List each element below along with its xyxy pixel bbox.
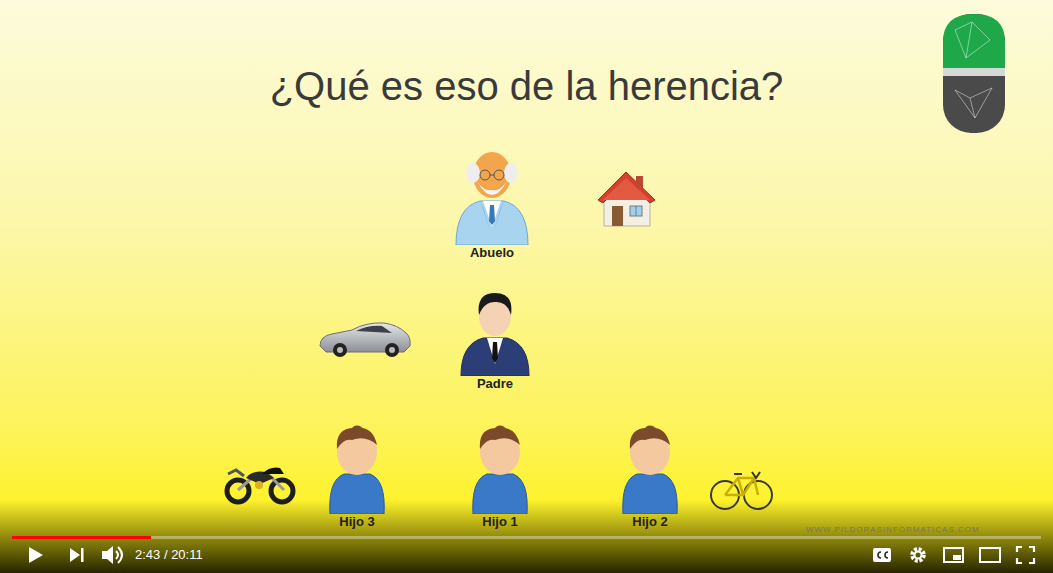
hijo-figure (350, 426, 363, 432)
player-controls (953, 555, 961, 560)
hijo-figure (630, 428, 670, 449)
motorbike-icon (228, 470, 244, 476)
hijo-figure (473, 474, 527, 514)
motorbike-icon (262, 468, 284, 474)
hijo-figure (623, 426, 677, 514)
abuelo-figure (450, 145, 534, 245)
player-controls (980, 548, 1000, 562)
car-icon (385, 343, 399, 357)
hijo-figure (330, 426, 384, 514)
padre-figure (457, 288, 533, 376)
motorbike-icon (255, 481, 263, 489)
house-icon (636, 206, 637, 216)
player-controls (878, 552, 888, 558)
hijo-figure (465, 422, 535, 514)
player-controls (29, 547, 43, 563)
car-icon (356, 326, 392, 333)
car-icon (337, 347, 343, 353)
car-icon (389, 347, 395, 353)
channel-logo (943, 14, 1005, 133)
hijo-figure (322, 422, 392, 514)
person-node: Hijo 1 (465, 422, 535, 530)
player-controls (1017, 547, 1034, 563)
car-icon (320, 323, 410, 357)
abuelo-figure (456, 201, 528, 245)
abuelo-figure (490, 175, 494, 176)
abuelo-figure (483, 201, 501, 227)
hijo-figure (480, 428, 520, 449)
padre-figure (479, 293, 512, 315)
abuelo-figure (504, 163, 518, 183)
abuelo-figure (480, 170, 490, 180)
padre-figure (461, 338, 529, 376)
channel-logo (943, 14, 1005, 133)
abuelo-figure (466, 163, 480, 183)
abuelo-figure (456, 152, 528, 245)
bicycle-icon (734, 472, 760, 478)
player-controls (81, 548, 84, 562)
player-controls (116, 547, 122, 563)
motorbike-icon (271, 480, 293, 502)
house-icon (598, 172, 655, 203)
padre-figure (492, 342, 498, 363)
person-label: Abuelo (470, 245, 514, 261)
hijo-figure (337, 428, 377, 449)
padre-figure (487, 338, 503, 364)
motorbike-icon (227, 468, 293, 502)
player-controls (12, 536, 151, 539)
player-controls (944, 548, 963, 562)
person-node: Hijo 3 (322, 422, 392, 530)
hijo-figure (493, 426, 506, 432)
hijo-figure (473, 426, 527, 514)
player-controls (873, 548, 891, 562)
slide-title: ¿Qué es eso de la herencia? (0, 62, 1053, 110)
house-icon (612, 206, 623, 226)
video-time: 2:43 / 20:11 (135, 547, 203, 563)
abuelo-figure (494, 170, 504, 180)
channel-logo (943, 14, 1005, 68)
person-label: Hijo 1 (482, 514, 517, 530)
channel-logo (955, 22, 992, 118)
person-node: Abuelo (450, 145, 534, 261)
hijo-figure (643, 426, 656, 432)
person-label: Hijo 3 (339, 514, 374, 530)
person-node: Padre (457, 288, 533, 392)
person-node: Hijo 2 (615, 422, 685, 530)
hijo-figure (330, 474, 384, 514)
abuelo-figure (477, 181, 507, 195)
abuelo-figure (480, 201, 504, 231)
player-controls (70, 548, 80, 562)
house-icon (604, 196, 650, 226)
hijo-figure (615, 422, 685, 514)
house-icon (630, 206, 642, 216)
person-label: Padre (477, 376, 513, 392)
padre-figure (461, 293, 529, 376)
abuelo-figure (489, 205, 495, 225)
house-icon (598, 172, 655, 226)
player-controls (102, 546, 113, 564)
hijo-figure (623, 474, 677, 514)
car-icon (333, 343, 347, 357)
player-controls (915, 552, 922, 559)
house-icon (636, 176, 643, 188)
person-label: Hijo 2 (632, 514, 667, 530)
watermark: WWW.PILDORASINFORMATICAS.COM (806, 524, 980, 535)
player-controls (912, 549, 924, 561)
player-controls (12, 536, 1041, 539)
channel-logo (943, 68, 1005, 76)
bicycle-icon (725, 478, 758, 495)
